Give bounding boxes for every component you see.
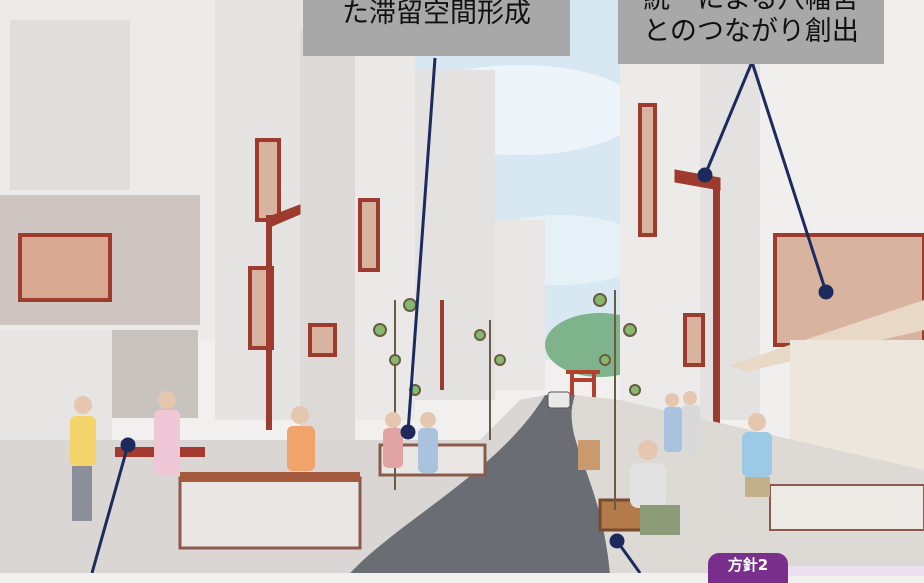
policy-badge: 方針2 (708, 553, 788, 583)
leader-lines (90, 57, 834, 573)
callout-connection-line2: とのつながり創出 (643, 16, 859, 47)
hanging-signs (248, 103, 705, 367)
young-trees (373, 290, 641, 510)
distant-car (547, 391, 571, 409)
callout-connection-line1: 統一による八幡宮 (618, 0, 884, 16)
street-lamps (265, 169, 721, 493)
left-buildings (0, 0, 545, 450)
road (350, 395, 610, 573)
right-buildings (620, 0, 924, 480)
policy-panel (712, 566, 924, 576)
pedestrians (70, 391, 772, 535)
callout-stay-space: た滞留空間形成 (303, 0, 570, 56)
callout-hachimangu-connection: 統一による八幡宮 とのつながり創出 (618, 0, 884, 64)
callout-stay-space-text: た滞留空間形成 (342, 0, 531, 29)
